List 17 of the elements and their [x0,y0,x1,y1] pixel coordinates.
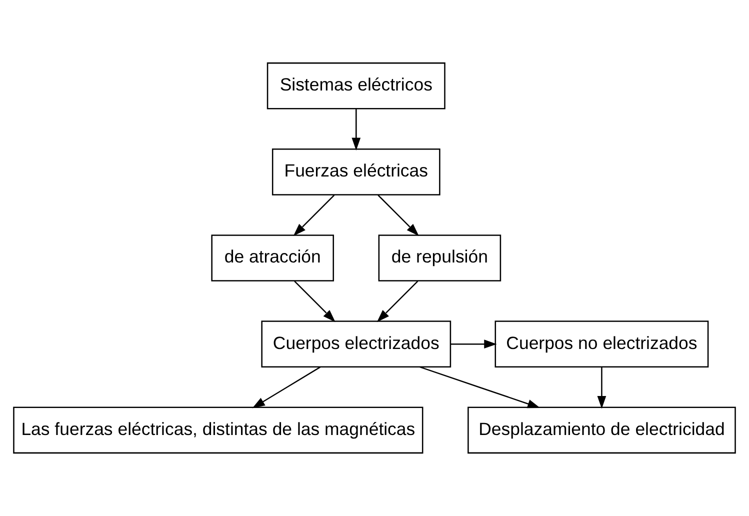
node-box: Cuerpos no electrizados [494,320,709,368]
arrow [252,366,321,408]
arrow [352,109,361,150]
node-box: Cuerpos electrizados [261,320,452,368]
arrow [597,367,606,409]
node-box: Las fuerzas eléctricas, distintas de las magnéticas [13,406,424,454]
node-box: Sistemas eléctricos [266,62,446,110]
arrow [450,340,497,349]
arrow [378,194,419,236]
node-box: Desplazamiento de electricidad [468,406,736,454]
arrow [376,280,418,322]
node-box: de repulsión [378,234,502,282]
node-box: Fuerzas eléctricas [272,148,440,196]
arrow [420,366,540,408]
node-box: de atracción [211,234,334,282]
arrow [293,194,335,236]
arrow [294,280,336,322]
